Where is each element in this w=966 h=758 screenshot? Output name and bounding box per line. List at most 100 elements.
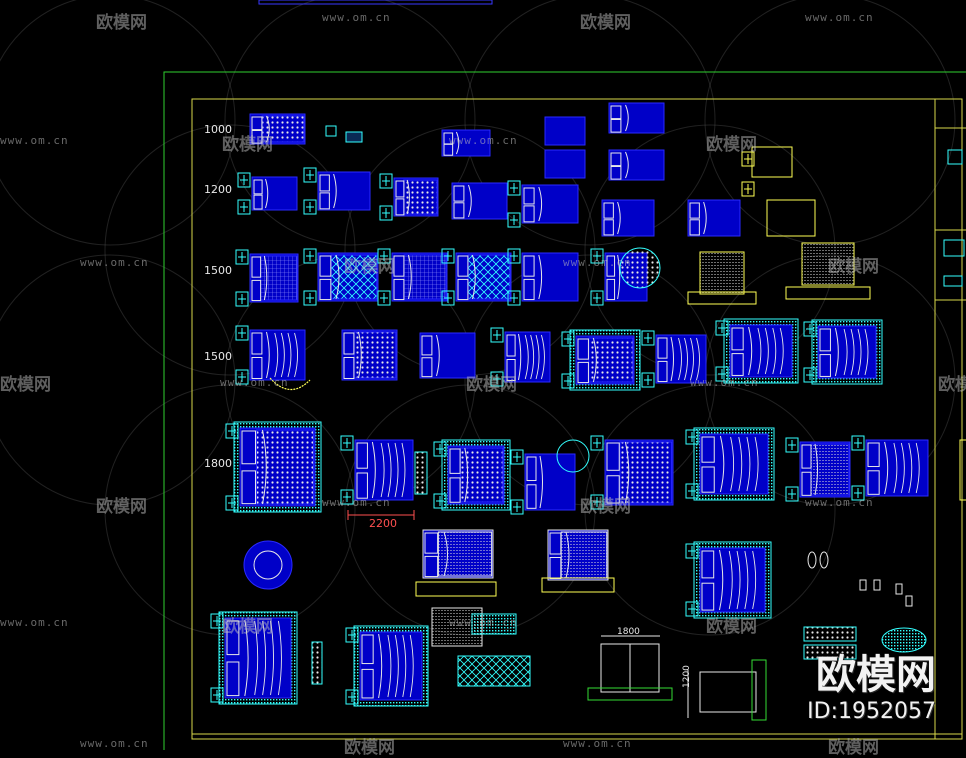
blanket-wave xyxy=(728,550,733,610)
nightstand xyxy=(340,489,354,505)
blanket-fold xyxy=(455,131,460,155)
nightstand xyxy=(685,601,699,617)
blanket-fold xyxy=(538,186,543,222)
pillow xyxy=(457,255,469,277)
blanket-fold xyxy=(408,254,412,300)
blanket-wave xyxy=(772,327,777,375)
inner-frame-border xyxy=(191,98,963,740)
nightstand xyxy=(590,494,604,510)
nightstand xyxy=(377,248,391,264)
partial-item xyxy=(959,439,966,501)
blanket-fold xyxy=(592,337,597,383)
nightstand xyxy=(303,248,317,264)
pillow xyxy=(610,105,622,120)
blanket-fold xyxy=(625,104,629,132)
pillow xyxy=(343,332,355,355)
pillow xyxy=(606,475,620,504)
pillow xyxy=(526,456,537,482)
nightstand xyxy=(237,199,251,215)
nightstand xyxy=(641,372,655,388)
row-label-1200: 1200 xyxy=(204,183,232,196)
pillow xyxy=(657,360,668,383)
watermark-url: www.om.cn xyxy=(80,256,149,269)
blanket-fold xyxy=(748,326,753,376)
pillow xyxy=(526,484,537,509)
nightstand xyxy=(235,369,249,385)
watermark-url: www.om.cn xyxy=(563,737,632,750)
blanket-fold xyxy=(834,327,839,377)
blanket-fold xyxy=(335,254,340,300)
watermark-circle xyxy=(464,254,716,506)
watermark-circle xyxy=(464,0,716,246)
pillow xyxy=(251,256,262,278)
watermark-logo: 欧模网 xyxy=(580,497,631,517)
bench xyxy=(541,577,615,593)
dimension-2200: 2200 xyxy=(369,517,397,530)
pillow xyxy=(610,152,622,167)
blanket-wave xyxy=(736,550,741,610)
nightstand xyxy=(590,435,604,451)
pillow xyxy=(361,634,374,665)
watermark-logo: 欧模网 xyxy=(706,135,757,155)
blanket-wave xyxy=(394,634,399,698)
pillow xyxy=(689,202,700,219)
round-rug xyxy=(619,247,661,289)
nightstand xyxy=(225,495,239,511)
twin-bed xyxy=(544,149,586,179)
rug xyxy=(457,655,531,687)
watermark-logo: 欧模网 xyxy=(0,375,51,395)
blanket-fold xyxy=(565,531,570,579)
blanket-fold xyxy=(378,633,383,699)
partial-item xyxy=(947,149,963,165)
blanket-wave xyxy=(409,634,414,698)
pillow xyxy=(251,130,263,144)
blanket-fold xyxy=(472,254,476,300)
blanket-wave xyxy=(530,334,535,380)
watermark-circle xyxy=(584,384,836,636)
sketch-bed xyxy=(766,199,816,237)
blanket-wave xyxy=(278,620,282,696)
blanket-wave xyxy=(754,436,759,492)
blanket-fold xyxy=(624,441,630,504)
watermark-url: www.om.cn xyxy=(805,11,874,24)
pillow xyxy=(819,354,831,377)
pillow xyxy=(361,668,374,699)
round-table xyxy=(556,439,590,473)
nightstand xyxy=(851,485,865,501)
nightstand xyxy=(561,331,575,347)
blanket-fold xyxy=(538,254,543,300)
watermark-url: www.om.cn xyxy=(322,11,391,24)
bench xyxy=(687,291,757,305)
pillow xyxy=(603,219,614,236)
twin-bed xyxy=(544,116,586,146)
pillow xyxy=(819,328,831,352)
blanket-fold xyxy=(719,435,725,493)
watermark-url: www.om.cn xyxy=(690,376,759,389)
nightstand xyxy=(715,320,729,336)
pillow xyxy=(701,466,715,493)
blanket-fold xyxy=(617,254,621,300)
pillow xyxy=(701,550,715,579)
pillow xyxy=(523,205,535,223)
pillow xyxy=(421,335,433,356)
bench xyxy=(803,626,857,642)
blanket-fold xyxy=(371,441,376,499)
nightstand xyxy=(803,367,817,383)
pillow xyxy=(253,194,263,210)
watermark-url: www.om.cn xyxy=(220,376,289,389)
brand-id: ID:1952057 xyxy=(807,699,936,724)
blanket-wave xyxy=(287,332,292,378)
nightstand xyxy=(235,291,249,307)
watermark-logo: 欧模网 xyxy=(222,617,273,637)
watermark-url: www.om.cn xyxy=(449,134,518,147)
pillow xyxy=(701,582,715,611)
watermark-circle xyxy=(104,124,356,376)
pillow xyxy=(356,442,368,469)
blanket-wave xyxy=(779,327,784,375)
nightstand xyxy=(685,543,699,559)
bed-frame xyxy=(524,453,576,511)
nightstand xyxy=(510,499,524,515)
blanket-fold xyxy=(468,184,472,218)
pillow xyxy=(395,198,405,216)
watermark-url: www.om.cn xyxy=(449,616,518,629)
